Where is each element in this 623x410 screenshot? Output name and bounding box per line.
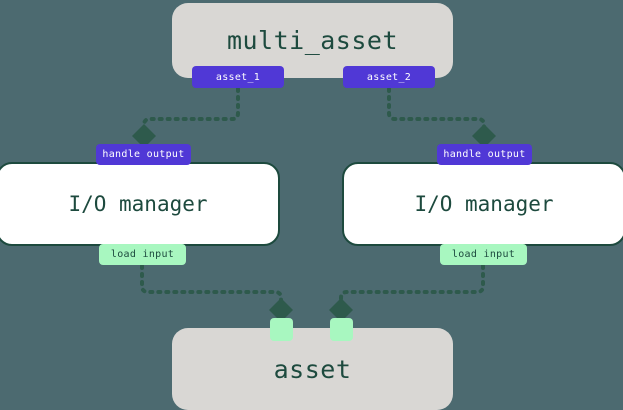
handle-load-input-left-label: load input [110,249,175,260]
edge-asset2-to-handle-output-right [387,87,496,148]
node-io-manager-left[interactable]: I/O manager [0,162,280,246]
handle-handle-output-left[interactable]: handle output [96,144,191,165]
node-io-manager-right-label: I/O manager [414,192,554,216]
handle-handle-output-right[interactable]: handle output [437,144,532,165]
node-io-manager-left-label: I/O manager [68,192,208,216]
handle-load-input-right-label: load input [451,249,516,260]
handle-asset-2-label: asset_2 [366,71,412,83]
handle-handle-output-right-label: handle output [443,149,526,160]
edge-load-input-left-to-asset [140,264,293,322]
node-asset-label: asset [273,354,352,384]
node-io-manager-right[interactable]: I/O manager [342,162,623,246]
handle-asset-2[interactable]: asset_2 [343,66,435,88]
handle-load-input-right[interactable]: load input [440,244,527,265]
handle-asset-1[interactable]: asset_1 [192,66,284,88]
handle-handle-output-left-label: handle output [102,149,185,160]
handle-load-input-left[interactable]: load input [99,244,186,265]
node-multi-asset[interactable]: multi_asset [172,3,453,78]
edge-load-input-right-to-asset [329,264,485,322]
node-asset[interactable]: asset [172,328,453,410]
handle-asset-input-right[interactable] [330,318,353,341]
edge-asset1-to-handle-output-left [132,87,240,148]
node-multi-asset-label: multi_asset [226,26,399,55]
handle-asset-input-left[interactable] [270,318,293,341]
handle-asset-1-label: asset_1 [215,71,261,83]
